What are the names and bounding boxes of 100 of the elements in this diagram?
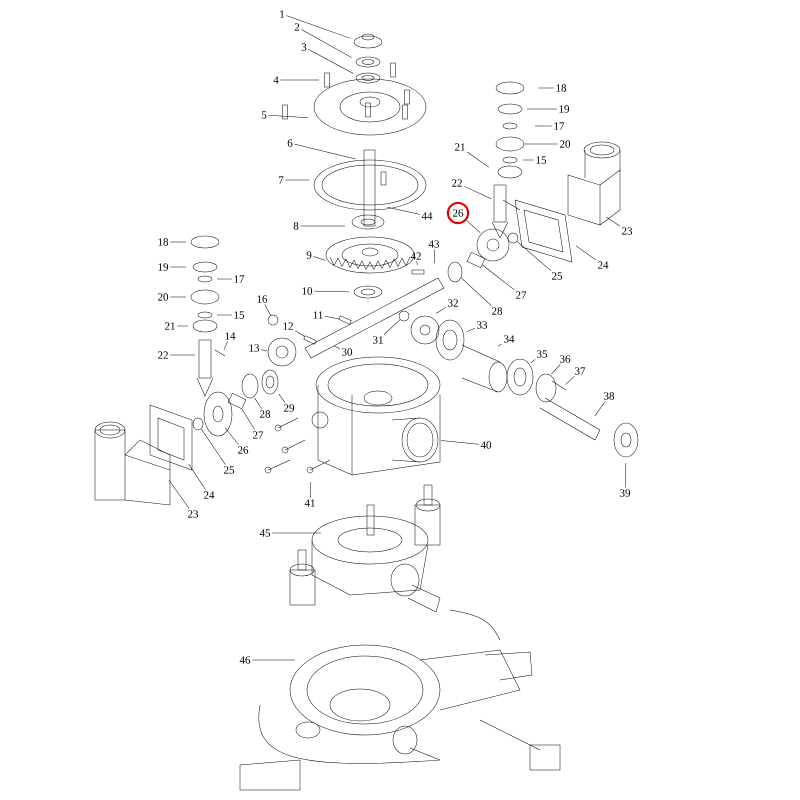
callout-number: 3 [302,43,306,51]
leader-line [260,349,268,352]
leader-line [310,482,312,498]
leader-line [264,304,271,316]
leader-line [254,398,262,409]
callout-number: 41 [304,499,315,507]
leader-line [201,428,226,465]
leader-line [188,464,206,490]
leader-line [216,278,232,280]
leader-line [170,266,186,268]
leader-line [498,344,502,346]
callout-number: 14 [225,332,236,340]
leader-line [384,319,400,335]
callout-number: 21 [165,322,175,330]
part-ring [192,418,204,430]
leader-line [301,29,352,58]
leader-line [386,206,420,215]
callout-number: 29 [284,404,294,412]
callout-number: 13 [249,344,260,352]
sleeve-part [228,393,246,409]
leader-line [272,532,322,534]
key-part [303,335,317,345]
callout-number: 36 [560,355,570,363]
callout-number: 10 [302,287,312,295]
leader-line [242,408,255,430]
leader-line [286,15,351,39]
part-ring [508,232,518,244]
leader-line [224,341,228,350]
callout-number: 12 [283,322,293,330]
leader-line [466,328,476,332]
callout-number: 17 [554,122,564,130]
leader-line [334,346,340,349]
leader-line [530,359,536,364]
callout-number: 26 [238,446,248,454]
leader-line [416,261,418,266]
callout-number: 34 [504,335,514,343]
leader-line [324,316,339,320]
callout-number: 9 [306,251,312,259]
leader-line [606,216,620,226]
callout-number: 25 [552,272,562,280]
callout-number: 42 [410,252,421,260]
leader-line [308,49,354,74]
leader-line [313,256,326,261]
leader-line [268,115,308,118]
key-part [338,315,352,325]
callout-number: 31 [373,336,383,344]
leader-line [594,401,606,416]
leader-line [464,186,492,200]
callout-number: 23 [188,510,198,518]
callout-number: 43 [428,240,440,248]
callout-number: 28 [260,410,270,418]
callout-number: 17 [234,275,244,283]
part-ring [398,310,410,322]
callout-number: 19 [158,263,168,271]
leader-line [170,354,196,356]
callout-number: 20 [560,140,570,148]
callout-number: 22 [158,351,168,359]
callout-number: 6 [288,139,292,147]
callout-number: 28 [492,307,502,315]
part-ring [496,136,524,152]
callout-number: 27 [516,291,526,299]
callout-number: 45 [260,529,270,537]
leader-line [526,108,558,110]
callout-number: 19 [559,105,570,113]
leader-line [434,249,436,264]
leader-line [216,314,232,316]
callout-number: 32 [448,299,458,307]
sleeve-part [466,252,486,268]
callout-number: 39 [620,489,630,497]
leader-line [278,394,286,403]
leader-line [516,241,551,271]
leader-line [482,264,514,290]
leader-line [460,277,492,306]
callout-number: 35 [537,350,548,358]
leader-line [294,330,305,337]
leader-line [576,246,596,260]
callout-number: 37 [575,367,586,375]
callout-number: 7 [278,176,284,184]
leader-line [551,364,560,375]
leader-line [294,144,356,160]
leader-line [314,290,350,292]
callout-number: 24 [598,261,608,269]
leader-line [224,428,239,445]
callout-number: 46 [240,656,250,664]
callout-number: 22 [452,179,462,187]
callout-number: 33 [477,321,488,329]
callout-number: 24 [204,491,214,499]
leader-line [624,462,626,488]
callout-number: 4 [273,76,279,84]
callout-number: 21 [455,143,465,151]
leader-line [168,480,190,509]
callout-number: 15 [536,156,546,164]
callout-number: 25 [224,466,234,474]
callout-number: 20 [158,293,168,301]
part-ring [268,314,278,326]
callout-number: 44 [422,212,432,220]
callout-number: 27 [253,431,264,439]
callout-number: 16 [257,295,268,303]
callout-number: 23 [622,227,632,235]
leader-line [436,307,446,314]
